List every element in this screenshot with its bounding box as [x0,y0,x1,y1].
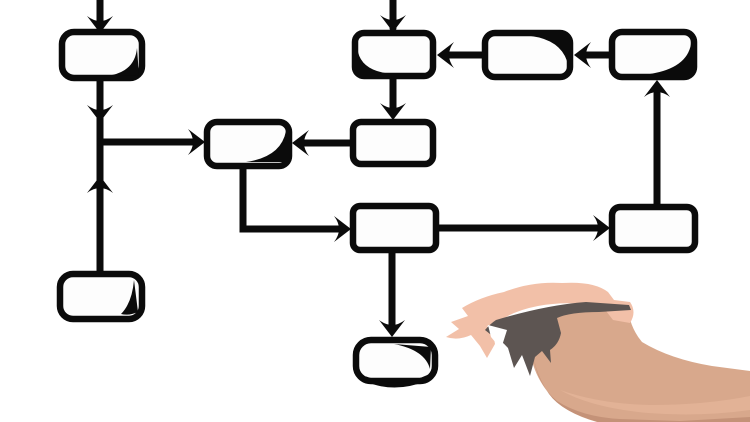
ink-blob-top-left-box [112,48,139,76]
flow-node-top-right [608,28,698,81]
ink-accents [112,36,691,388]
flow-node-right-mid [608,203,699,254]
flow-node-top-mid-right [481,29,574,81]
arrowhead-left-mid-to-mid-left [292,130,309,156]
arrowhead-right-mid-left-to-mid-lower [334,216,351,242]
flow-node-mid [349,118,437,168]
ink-bow-bottom-mid-box [363,374,432,388]
ink-blob-top-mid-right-box [531,36,567,61]
flow-node-top-left [58,28,146,82]
ink-blob-bottom-mid-box [394,344,431,369]
ink-blob-bottom-left-box [121,280,138,315]
arrowhead-down-left-vertical-spine [87,105,113,122]
ink-blob-top-mid-box [358,52,385,73]
flow-node-mid-lower [349,202,440,254]
ink-blob-mid-left-box [246,131,286,162]
arrowhead-down-entry-top-left [87,16,113,33]
hand-illustration [446,282,750,422]
arrowhead-right-mid-lower-to-right-mid [593,215,610,241]
flow-node-bottom-left [56,270,146,323]
edge-mid-left-to-mid-lower [239,162,344,233]
flow-node-top-mid [351,29,437,80]
arrowhead-up-right-mid-to-top-right [644,80,670,97]
arrowhead-down-mid-lower-to-bottom-mid [379,320,405,337]
flowchart-layer [56,0,699,385]
arrowhead-down-entry-top-mid [380,15,406,32]
forearm-highlight [560,390,750,415]
arrowhead-right-junction-to-mid-left [188,129,205,155]
flow-node-bottom-mid [352,336,439,385]
ink-blob-top-right-box [650,44,691,74]
forearm [529,303,750,422]
arrowhead-left-top-mid-right-to-top-mid [437,42,454,68]
arrowhead-down-top-mid-to-mid [380,103,406,120]
marker-pen [485,302,631,376]
arrowhead-up-left-vertical-spine [87,176,113,193]
marker-tip-gap [488,325,507,349]
arrowhead-left-top-right-to-top-mid-right [574,42,591,68]
flow-node-mid-left [203,118,293,170]
